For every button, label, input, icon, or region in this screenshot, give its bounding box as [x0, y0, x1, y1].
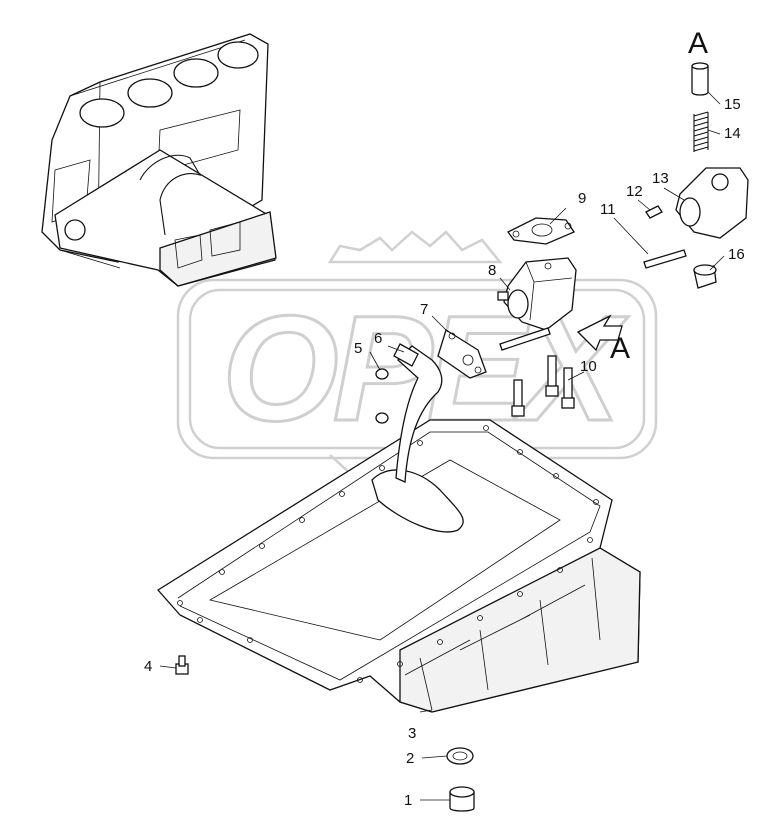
spring [693, 111, 709, 152]
callout-9: 9 [578, 190, 586, 207]
plunger [691, 62, 709, 96]
cylinder-bore [79, 98, 125, 128]
flange-gasket [507, 217, 575, 245]
view-arrow [576, 314, 623, 352]
callout-7: 7 [420, 301, 428, 318]
oil-pan [157, 419, 641, 713]
sealing-washer [446, 747, 474, 765]
pan-bolt [175, 655, 189, 675]
relief-valve-housing [675, 167, 749, 239]
callout-14: 14 [724, 125, 741, 142]
leader-lines [159, 91, 725, 801]
dowel-pin [643, 249, 687, 269]
short-pin [645, 205, 663, 219]
cylinder-bore [173, 58, 219, 88]
callout-11: 11 [600, 201, 616, 218]
o-ring [375, 412, 389, 424]
callout-12: 12 [626, 183, 643, 200]
callout-2: 2 [406, 750, 414, 767]
callout-6: 6 [374, 330, 382, 347]
callout-labels: 1 2 3 4 5 6 7 8 9 10 11 12 13 14 15 16 A… [144, 27, 745, 809]
o-ring [375, 368, 389, 380]
engine-block-illustration [41, 33, 277, 287]
pump-housing [497, 257, 577, 331]
view-label-top: A [688, 27, 708, 60]
callout-8: 8 [488, 262, 496, 279]
callout-1: 1 [404, 792, 412, 809]
bolts [499, 327, 575, 417]
drain-plug [449, 786, 475, 812]
callout-15: 15 [724, 96, 741, 113]
callout-4: 4 [144, 658, 152, 675]
cylinder-bore [127, 78, 173, 108]
callout-5: 5 [354, 340, 362, 357]
callout-13: 13 [652, 170, 669, 187]
oil-pickup-tube [371, 343, 464, 533]
valve-plug [693, 264, 717, 289]
callout-10: 10 [580, 358, 597, 375]
cylinder-bore [217, 41, 259, 69]
view-label-arrow: A [610, 332, 630, 365]
callout-16: 16 [728, 246, 745, 263]
gasket [437, 329, 487, 379]
callout-3: 3 [408, 725, 416, 742]
